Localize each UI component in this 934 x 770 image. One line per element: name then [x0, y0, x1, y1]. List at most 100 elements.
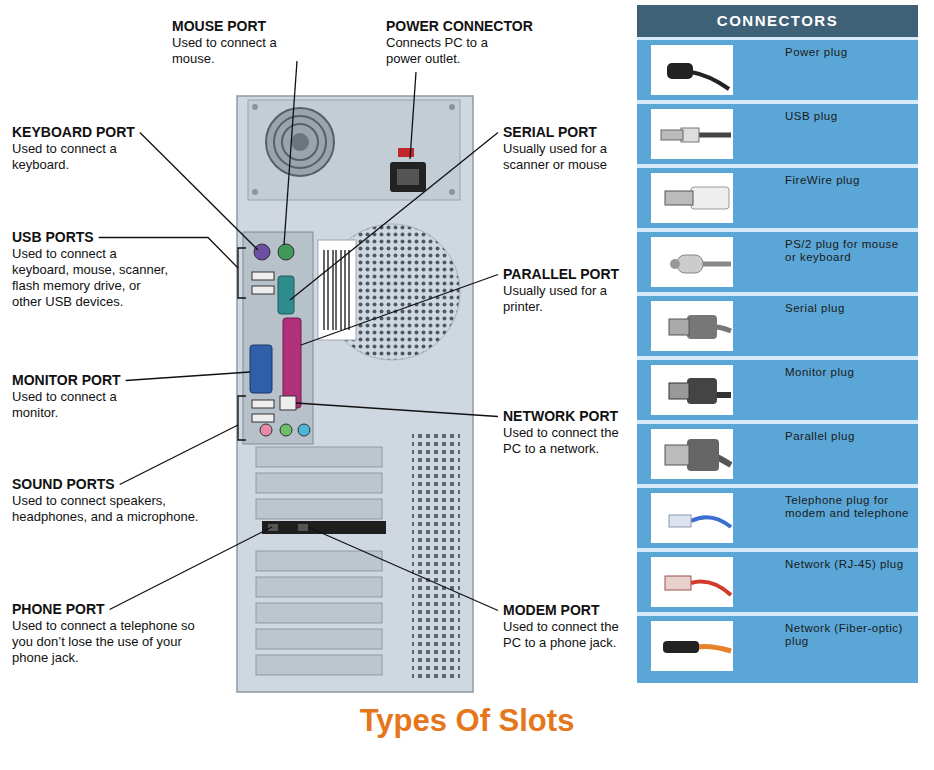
- callout-text: Used to connect a telephone so you don’t…: [12, 618, 207, 666]
- plug-photo: [651, 301, 733, 351]
- connector-row: FireWire plug: [637, 168, 918, 228]
- plug-name: Monitor plug: [785, 366, 913, 379]
- callout-text: Used to connect the PC to a phone jack.: [503, 619, 628, 651]
- port-bracket: [238, 248, 246, 440]
- callout-box: Connects PC to a power outlet.: [386, 35, 516, 67]
- plug-photo: [691, 582, 731, 596]
- plug-photo: [687, 315, 717, 339]
- plug-photo: [717, 457, 731, 465]
- callout-text: Used to connect a keyboard, mouse, scann…: [12, 246, 172, 310]
- callout-box: PARALLEL PORT: [503, 266, 619, 283]
- plug-photo: [661, 130, 683, 140]
- leader-line: [110, 527, 272, 610]
- pc-tower: [256, 447, 382, 467]
- pc-tower: [260, 424, 272, 436]
- callout-text: Usually used for a scanner or mouse: [503, 141, 628, 173]
- callout-heading: SERIAL PORT: [503, 124, 597, 141]
- plug-photo: [715, 392, 731, 398]
- callout-text: Connects PC to a power outlet.: [386, 35, 516, 67]
- pc-tower: [254, 244, 270, 260]
- pc-tower: [252, 104, 258, 110]
- callout-box: Used to connect a monitor.: [12, 389, 137, 421]
- callout-heading: PHONE PORT: [12, 601, 105, 618]
- pc-tower: [449, 104, 455, 110]
- pc-tower: [262, 521, 386, 534]
- title: Types Of Slots: [0, 703, 934, 739]
- connector-panel: [637, 612, 918, 616]
- pc-tower: [278, 276, 294, 314]
- callout-box: Used to connect a telephone so you don’t…: [12, 618, 207, 666]
- plug-photo: [681, 128, 699, 142]
- callout-box: MONITOR PORT: [12, 372, 121, 389]
- plug-photo: [667, 63, 693, 79]
- plug-name: Power plug: [785, 46, 913, 59]
- pc-tower: [282, 124, 318, 160]
- plug-photo: [691, 72, 729, 89]
- callout-box: Used to connect a mouse.: [172, 35, 292, 67]
- connector-panel: [637, 164, 918, 168]
- pc-tower: [256, 473, 382, 493]
- connector-panel: [637, 37, 918, 40]
- pc-tower: [398, 148, 414, 157]
- connector-panel: [637, 292, 918, 296]
- pc-tower: [449, 189, 455, 195]
- pc-tower: [298, 424, 310, 436]
- pc-tower: [256, 499, 382, 519]
- connector-panel: CONNECTORSPower plugUSB plugFireWire plu…: [637, 5, 918, 683]
- plug-photo: [687, 378, 717, 404]
- pc-tower: [252, 400, 274, 408]
- callout-heading: PARALLEL PORT: [503, 266, 619, 283]
- plug-photo: [669, 515, 691, 527]
- callout-heading: SOUND PORTS: [12, 476, 115, 493]
- plug-photo: [651, 237, 733, 287]
- leader-line: [296, 403, 498, 417]
- plug-name: Parallel plug: [785, 430, 913, 443]
- callout-heading: USB PORTS: [12, 229, 94, 246]
- plug-photo: [677, 255, 703, 273]
- callout-text: Used to connect speakers, headphones, an…: [12, 493, 212, 525]
- pc-tower: [252, 286, 274, 294]
- plug-photo: [651, 557, 733, 607]
- pc-tower: [248, 100, 460, 200]
- callout-box: POWER CONNECTOR: [386, 18, 533, 35]
- connector-row: Telephone plug for modem and telephone: [637, 488, 918, 548]
- plug-photo: [669, 383, 689, 399]
- plug-name: PS/2 plug for mouse or keyboard: [785, 238, 913, 264]
- callout-text: Used to connect a keyboard.: [12, 141, 137, 173]
- connector-row: Serial plug: [637, 296, 918, 356]
- callout-heading: MOUSE PORT: [172, 18, 266, 35]
- plug-photo: [670, 259, 680, 269]
- pc-tower: [243, 232, 313, 444]
- pc-tower: [280, 396, 296, 410]
- pc-tower: [256, 577, 382, 597]
- plug-photo: [651, 365, 733, 415]
- plug-photo: [651, 301, 733, 351]
- panel-heading: CONNECTORS: [637, 5, 918, 37]
- callout-box: Used to connect the PC to a network.: [503, 425, 628, 457]
- callout-heading: KEYBOARD PORT: [12, 124, 135, 141]
- callout-heading: MONITOR PORT: [12, 372, 121, 389]
- plug-photo: [665, 576, 691, 590]
- plug-photo: [687, 439, 719, 471]
- plug-photo: [691, 187, 729, 209]
- leader-line: [284, 61, 297, 245]
- pc-tower: [278, 244, 294, 260]
- pc-tower: [256, 655, 382, 675]
- pc-tower: [298, 524, 308, 531]
- plug-photo: [663, 641, 699, 653]
- callout-box: PHONE PORT: [12, 601, 105, 618]
- pc-tower: [256, 603, 382, 623]
- pc-tower: [283, 318, 301, 408]
- connector-row: PS/2 plug for mouse or keyboard: [637, 232, 918, 292]
- callout-box: MOUSE PORT: [172, 18, 266, 35]
- pc-tower: [237, 96, 473, 692]
- callout-box: Used to connect a keyboard, mouse, scann…: [12, 246, 172, 310]
- pc-tower: [266, 108, 334, 176]
- leader-line: [308, 527, 498, 611]
- callout-box: SERIAL PORT: [503, 124, 597, 141]
- plug-name: Telephone plug for modem and telephone: [785, 494, 913, 520]
- leader-line: [126, 372, 250, 381]
- plug-photo: [665, 445, 689, 465]
- pc-tower: [250, 345, 272, 393]
- plug-photo: [651, 557, 733, 607]
